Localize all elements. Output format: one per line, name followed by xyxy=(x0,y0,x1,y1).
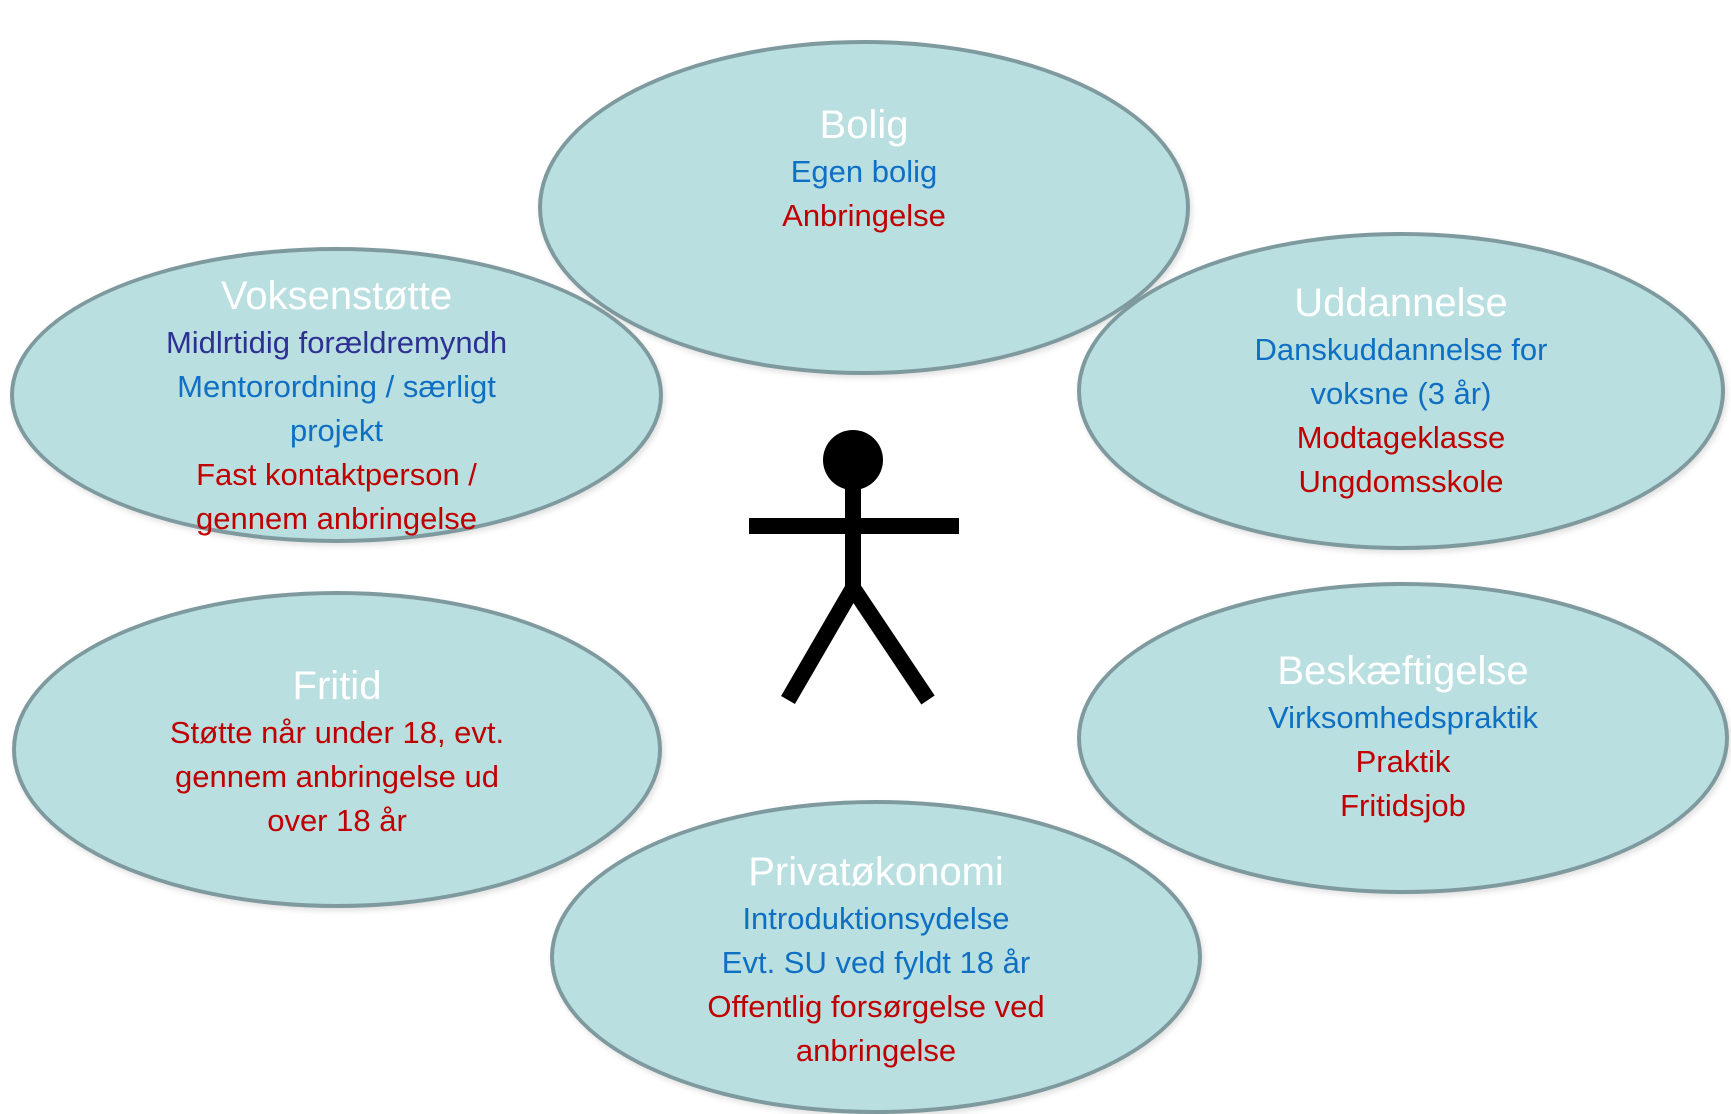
bubble-line: Introduktionsydelse xyxy=(742,901,1010,936)
bubble-line: voksne (3 år) xyxy=(1310,376,1492,411)
bubble-voksenstotte: Voksenstøtte Midlrtidig forældremyndh Me… xyxy=(10,247,663,543)
bubble-line: over 18 år xyxy=(267,803,407,838)
bubble-line: Støtte når under 18, evt. xyxy=(169,715,505,750)
bubble-beskaeftigelse: Beskæftigelse Virksomhedspraktik Praktik… xyxy=(1077,582,1729,894)
bubble-line: gennem anbringelse xyxy=(196,501,477,536)
bubble-line: Modtageklasse xyxy=(1296,420,1506,455)
figure-left-leg xyxy=(781,583,860,705)
bubble-title: Beskæftigelse xyxy=(1277,649,1529,693)
bubble-fritid: Fritid Støtte når under 18, evt. gennem … xyxy=(12,591,662,908)
stick-figure-icon xyxy=(749,430,959,705)
bubble-title: Uddannelse xyxy=(1294,281,1508,325)
bubble-line: Anbringelse xyxy=(782,198,946,233)
bubble-line: gennem anbringelse ud xyxy=(174,759,500,794)
bubble-line: Egen bolig xyxy=(790,154,938,189)
bubble-title: Voksenstøtte xyxy=(220,274,453,318)
bubble-line: Fast kontaktperson / xyxy=(196,457,477,492)
bubble-uddannelse: Uddannelse Danskuddannelse for voksne (3… xyxy=(1077,232,1725,550)
bubble-line: Offentlig forsørgelse ved xyxy=(707,989,1045,1024)
bubble-title: Fritid xyxy=(292,664,382,708)
bubble-title: Bolig xyxy=(819,103,909,147)
bubble-bolig: Bolig Egen bolig Anbringelse xyxy=(538,40,1190,375)
bubble-line: Evt. SU ved fyldt 18 år xyxy=(721,945,1031,980)
figure-right-leg xyxy=(846,583,935,705)
bubble-line: Midlrtidig forældremyndh xyxy=(165,325,508,360)
bubble-line: projekt xyxy=(289,413,384,448)
bubble-line: Ungdomsskole xyxy=(1298,464,1504,499)
bubble-line: Praktik xyxy=(1355,744,1451,779)
figure-head xyxy=(823,430,883,490)
bubble-title: Privatøkonomi xyxy=(748,850,1004,894)
bubble-line: anbringelse xyxy=(795,1033,957,1068)
bubble-line: Mentorordning / særligt xyxy=(177,369,496,404)
bubble-line: Virksomhedspraktik xyxy=(1268,700,1538,735)
bubble-line: Danskuddannelse for xyxy=(1254,332,1548,367)
bubble-privatokonomi: Privatøkonomi Introduktionsydelse Evt. S… xyxy=(550,800,1202,1114)
bubble-line: Fritidsjob xyxy=(1340,788,1466,823)
